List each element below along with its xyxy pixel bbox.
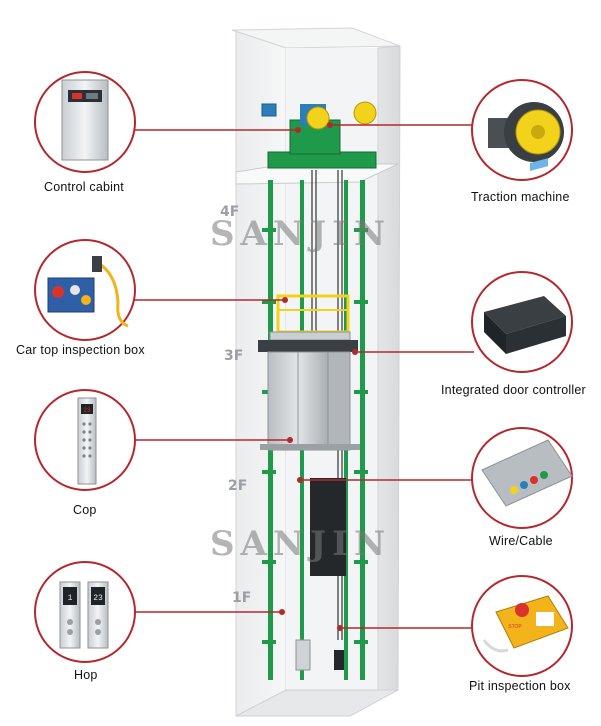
label-traction-machine: Traction machine [471, 190, 570, 204]
label-hop: Hop [74, 668, 98, 682]
label-integrated-door-controller: Integrated door controller [441, 383, 586, 397]
elevator-car [258, 294, 360, 451]
cop-display: 23 [83, 407, 91, 414]
pit-box-callout: STOP [471, 575, 573, 677]
cop-callout: 23 [34, 389, 136, 491]
floor-label-4f: 4F [220, 204, 240, 220]
label-pit-inspection-box: Pit inspection box [469, 679, 571, 693]
hop-display-left: 1 [68, 594, 73, 603]
floor-label-3f: 3F [224, 348, 244, 364]
door-controller-callout [471, 158, 573, 373]
floor-label-2f: 2F [228, 478, 248, 494]
traction-machine-callout [471, 79, 573, 181]
pit-equipment [295, 639, 344, 671]
label-wire-cable: Wire/Cable [489, 534, 553, 548]
label-control-cabinet: Control cabint [44, 180, 124, 194]
callout-lines [133, 124, 474, 629]
floor-label-1f: 1F [232, 590, 252, 606]
hop-display-right: 23 [93, 594, 103, 603]
car-top-box-callout [34, 239, 136, 341]
watermark-bottom: SANJIN [210, 524, 392, 564]
watermark-top: SANJIN [210, 214, 392, 254]
pit-box-sign: STOP [508, 624, 522, 630]
control-cabinet-callout [34, 71, 136, 173]
wire-cable-callout [471, 427, 573, 529]
label-car-top-inspection-box: Car top inspection box [16, 343, 145, 357]
hop-callout: 1 23 [34, 561, 136, 663]
label-cop: Cop [73, 503, 97, 517]
counterweight [310, 478, 346, 576]
